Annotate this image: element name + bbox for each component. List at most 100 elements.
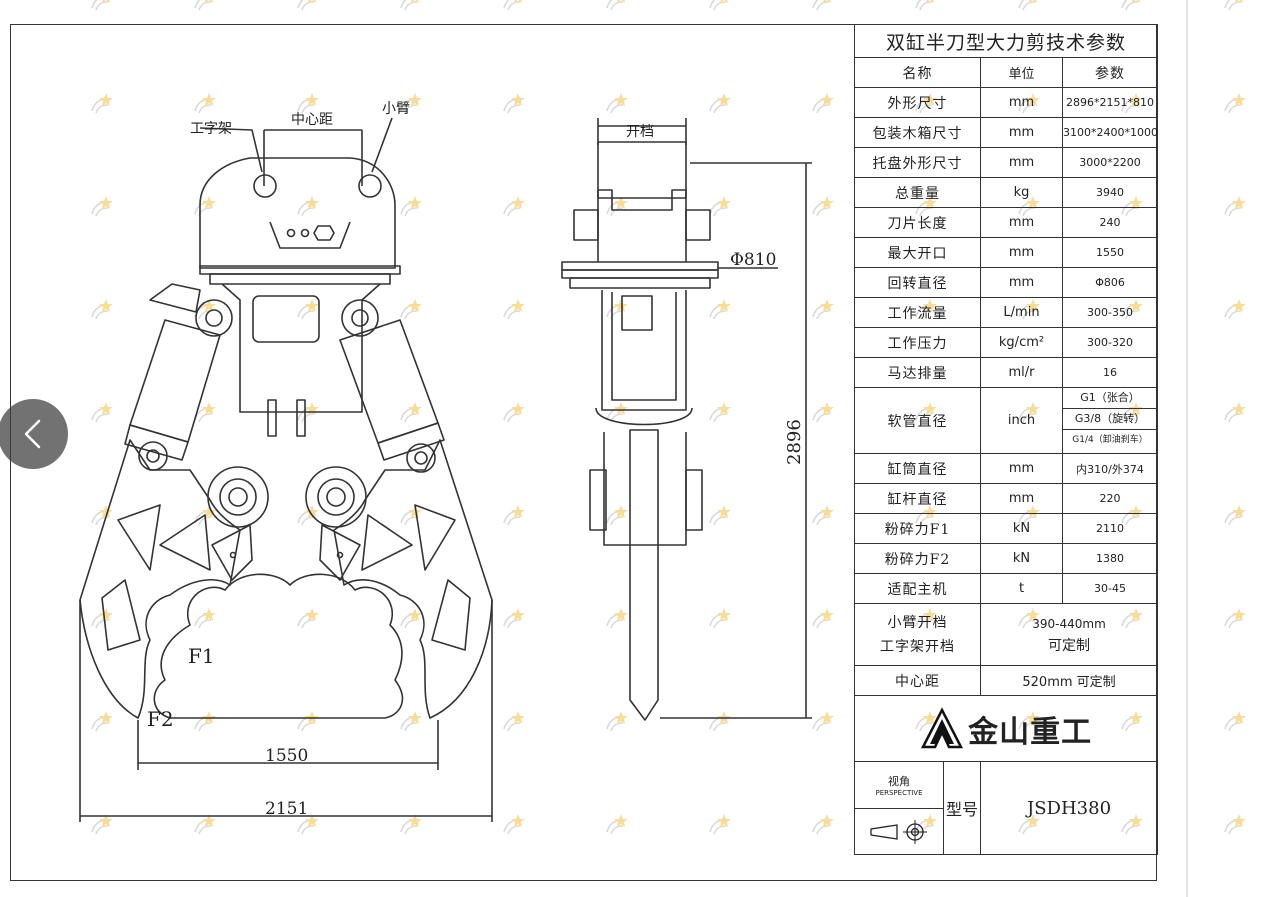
perspective-en: PERSPECTIVE — [875, 789, 923, 797]
spec-unit: mm — [980, 453, 1063, 484]
label-jaw-open: 1550 — [265, 746, 308, 766]
brand-name: 金山重工 — [968, 714, 1093, 750]
spec-value: 30-45 — [1061, 573, 1159, 604]
spec-name: 马达排量 — [854, 357, 981, 388]
spec-value: 内310/外374 — [1061, 453, 1159, 484]
opening-value-line1: 390-440mm — [1032, 616, 1106, 631]
spec-value: Φ806 — [1061, 267, 1159, 298]
spec-name: 包装木箱尺寸 — [854, 117, 981, 148]
spec-value: 2896*2151*810 — [1061, 87, 1159, 118]
spec-name: 工作压力 — [854, 327, 981, 358]
spec-unit: ml/r — [980, 357, 1063, 388]
hose-name: 软管直径 — [854, 387, 981, 454]
opening-value-line2: 可定制 — [1048, 637, 1091, 654]
spec-unit: mm — [980, 87, 1063, 118]
model-label: 型号 — [945, 800, 978, 819]
viewer-divider — [1186, 0, 1188, 897]
spec-name: 刀片长度 — [854, 207, 981, 238]
hose-value: G1/4（卸油刹车） — [1072, 435, 1148, 445]
spec-unit: t — [980, 573, 1063, 604]
opening-name-line2: 工字架开档 — [880, 638, 955, 655]
spec-unit: mm — [980, 207, 1063, 238]
hose-value: G3/8（旋转） — [1063, 409, 1157, 430]
header-name: 名称 — [854, 57, 981, 88]
label-height: 2896 — [784, 419, 805, 465]
spec-value: 300-320 — [1061, 327, 1159, 358]
spec-name: 缸筒直径 — [854, 453, 981, 484]
label-h-frame: 工字架 — [190, 121, 232, 137]
spec-name: 工作流量 — [854, 297, 981, 328]
header-param: 参数 — [1061, 57, 1159, 88]
spec-name: 缸杆直径 — [854, 483, 981, 514]
spec-name: 总重量 — [854, 177, 981, 208]
label-opening: 开档 — [626, 124, 654, 140]
side-view — [561, 118, 812, 721]
front-view — [79, 117, 493, 822]
spec-value: 1550 — [1061, 237, 1159, 268]
center-value: 520mm 可定制 — [979, 665, 1159, 696]
label-small-arm: 小臂 — [382, 101, 410, 117]
spec-unit: kg — [980, 177, 1063, 208]
spec-unit: mm — [980, 117, 1063, 148]
brand-logo-icon — [920, 706, 963, 748]
spec-unit: mm — [980, 267, 1063, 298]
label-overall-width: 2151 — [265, 799, 308, 819]
spec-name: 粉碎力F1 — [854, 513, 981, 544]
spec-name: 适配主机 — [854, 573, 981, 604]
spec-name: 托盘外形尺寸 — [854, 147, 981, 178]
label-diameter: Φ810 — [730, 250, 776, 270]
spec-value: 240 — [1061, 207, 1159, 238]
spec-unit: mm — [980, 147, 1063, 178]
spec-value: 3940 — [1061, 177, 1159, 208]
projection-symbol-icon — [870, 819, 927, 844]
spec-name: 外形尺寸 — [854, 87, 981, 118]
chevron-left-icon — [24, 419, 41, 449]
spec-unit: kN — [980, 513, 1063, 544]
spec-unit: kN — [980, 543, 1063, 574]
spec-value: 1380 — [1061, 543, 1159, 574]
brand-cell: 金山重工 — [853, 695, 1159, 762]
spec-value: 3100*2400*1000 — [1061, 117, 1159, 148]
back-button[interactable] — [0, 399, 68, 469]
label-center-distance: 中心距 — [291, 112, 333, 128]
spec-unit: mm — [980, 237, 1063, 268]
hose-value: G1（张合） — [1063, 389, 1157, 409]
spec-value: 2110 — [1061, 513, 1159, 544]
label-f1: F1 — [188, 644, 215, 668]
spec-value: 220 — [1061, 483, 1159, 514]
spec-value: 3000*2200 — [1061, 147, 1159, 178]
spec-value: 300-350 — [1061, 297, 1159, 328]
model-value: JSDH380 — [979, 761, 1159, 855]
spec-name: 回转直径 — [854, 267, 981, 298]
opening-name-line1: 小臂开档 — [887, 614, 948, 631]
spec-unit: mm — [980, 483, 1063, 514]
spec-value: 16 — [1061, 357, 1159, 388]
label-f2: F2 — [147, 707, 174, 731]
hose-unit: inch — [980, 387, 1063, 454]
header-unit: 单位 — [980, 57, 1063, 88]
spec-name: 最大开口 — [854, 237, 981, 268]
spec-name: 粉碎力F2 — [854, 543, 981, 574]
spec-unit: kg/cm² — [980, 327, 1063, 358]
perspective-cn: 视角 — [888, 775, 910, 788]
center-name: 中心距 — [854, 665, 981, 696]
